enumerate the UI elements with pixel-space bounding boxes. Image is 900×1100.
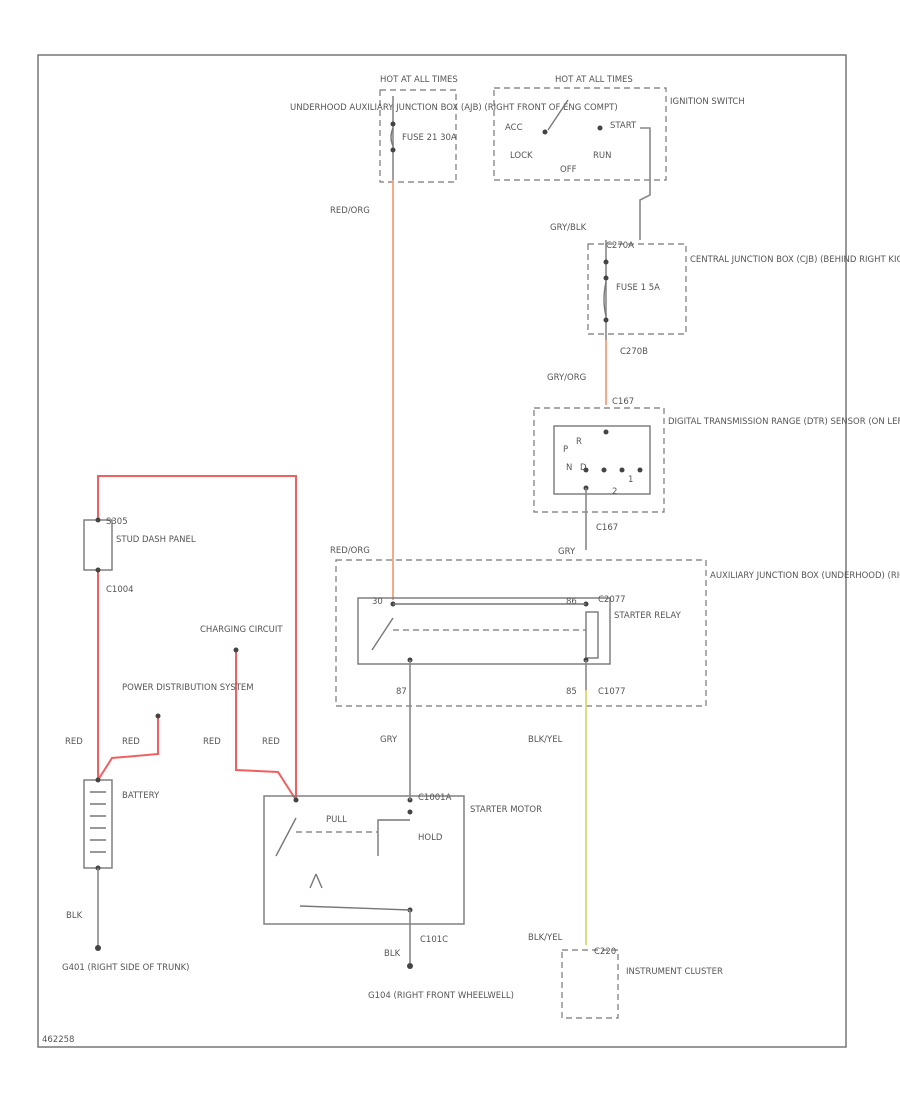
g401-label: G401 (RIGHT SIDE OF TRUNK) — [62, 963, 189, 973]
pin-30-label: 30 — [372, 597, 383, 607]
footer-code: 462258 — [42, 1035, 74, 1045]
starter-relay-label: STARTER RELAY — [614, 611, 682, 621]
c220-label: C220 — [594, 947, 616, 957]
battery: BATTERY — [83, 777, 160, 871]
s305-label: S305 — [106, 517, 128, 527]
g104-label: G104 (RIGHT FRONT WHEELWELL) — [368, 991, 514, 1001]
red-label-3: RED — [203, 737, 221, 747]
hold-label: HOLD — [418, 833, 443, 843]
gry-wire-top-label: GRY — [558, 547, 576, 557]
red-label-1: RED — [65, 737, 83, 747]
stud-dash-panel: S305 STUD DASH PANEL C1004 — [83, 517, 196, 595]
dtr-r-label: R — [576, 437, 582, 447]
blk-yel-label-2: BLK/YEL — [528, 933, 563, 943]
hot-at-all-times-label: HOT AT ALL TIMES — [380, 75, 458, 85]
pin-86-label: 86 — [566, 597, 577, 607]
c101c-label: C101C — [420, 935, 448, 945]
instrument-cluster: C220 INSTRUMENT CLUSTER — [561, 947, 723, 1019]
underhood-fuse-box: HOT AT ALL TIMES UNDERHOOD AUXILIARY JUN… — [290, 75, 618, 183]
c1077-label: C1077 — [598, 687, 626, 697]
pin-87-label: 87 — [396, 687, 407, 697]
start-label: START — [610, 121, 637, 131]
dtr-2-label: 2 — [612, 487, 617, 497]
red-label-2: RED — [122, 737, 140, 747]
dtr-sensor: C167 DIGITAL TRANSMISSION RANGE (DTR) SE… — [533, 397, 900, 550]
red-wire-pds — [97, 716, 159, 781]
blk-label-1: BLK — [66, 911, 83, 921]
diagram-border — [37, 54, 847, 1048]
gry-blk-wire-label: GRY/BLK — [550, 223, 587, 233]
pull-label: PULL — [326, 815, 347, 825]
dtr-1-label: 1 — [628, 475, 633, 485]
red-wire-charging — [235, 650, 297, 801]
c2077-label: C2077 — [598, 595, 626, 605]
red-org-wire-label: RED/ORG — [330, 206, 370, 216]
blk-yel-label: BLK/YEL — [528, 735, 563, 745]
stud-dash-panel-label: STUD DASH PANEL — [116, 535, 196, 545]
underhood-ajb-label: UNDERHOOD AUXILIARY JUNCTION BOX (AJB) (… — [290, 103, 618, 113]
power-distribution-label: POWER DISTRIBUTION SYSTEM — [122, 683, 254, 693]
c167b-label: C167 — [596, 523, 618, 533]
fuse-1-label: FUSE 1 5A — [616, 283, 660, 293]
auxiliary-junction-box: AUXILIARY JUNCTION BOX (UNDERHOOD) (RIGH… — [335, 559, 900, 707]
red-label-4: RED — [262, 737, 280, 747]
ignition-switch: HOT AT ALL TIMES IGNITION SWITCH ACC LOC… — [493, 75, 745, 240]
c1001a-label: C1001A — [418, 793, 452, 803]
gry-org-wire-label: GRY/ORG — [547, 373, 586, 383]
battery-label: BATTERY — [122, 791, 160, 801]
acc-label: ACC — [505, 123, 523, 133]
gry-label-2: GRY — [380, 735, 398, 745]
hot-at-all-times-ign-label: HOT AT ALL TIMES — [555, 75, 633, 85]
lock-label: LOCK — [510, 151, 533, 161]
off-label: OFF — [560, 165, 577, 175]
central-junction-box: C270A CENTRAL JUNCTION BOX (CJB) (BEHIND… — [587, 240, 900, 357]
blk-label-2: BLK — [384, 949, 401, 959]
dtr-sensor-label: DIGITAL TRANSMISSION RANGE (DTR) SENSOR … — [668, 417, 900, 427]
pin-85-label: 85 — [566, 687, 577, 697]
dtr-p-label: P — [563, 445, 568, 455]
c167-label: C167 — [612, 397, 634, 407]
run-label: RUN — [593, 151, 612, 161]
instrument-cluster-label: INSTRUMENT CLUSTER — [626, 967, 723, 977]
red-wire-battery-loop — [97, 475, 297, 800]
charging-circuit-label: CHARGING CIRCUIT — [200, 625, 283, 635]
auxiliary-junction-box-label: AUXILIARY JUNCTION BOX (UNDERHOOD) (RIGH… — [710, 571, 900, 581]
dtr-n-label: N — [566, 463, 572, 473]
fuse-21-label: FUSE 21 30A — [402, 133, 457, 143]
ignition-switch-label: IGNITION SWITCH — [670, 97, 745, 107]
c270a-label: C270A — [606, 241, 634, 251]
central-junction-box-label: CENTRAL JUNCTION BOX (CJB) (BEHIND RIGHT… — [690, 255, 900, 265]
starter-motor-label: STARTER MOTOR — [470, 805, 542, 815]
red-org-wire-label-2: RED/ORG — [330, 546, 370, 556]
starter-motor: STARTER MOTOR C1001A PULL HOLD — [263, 793, 542, 925]
c270b-label: C270B — [620, 347, 648, 357]
dtr-d-label: D — [580, 463, 587, 473]
c1004-label: C1004 — [106, 585, 134, 595]
